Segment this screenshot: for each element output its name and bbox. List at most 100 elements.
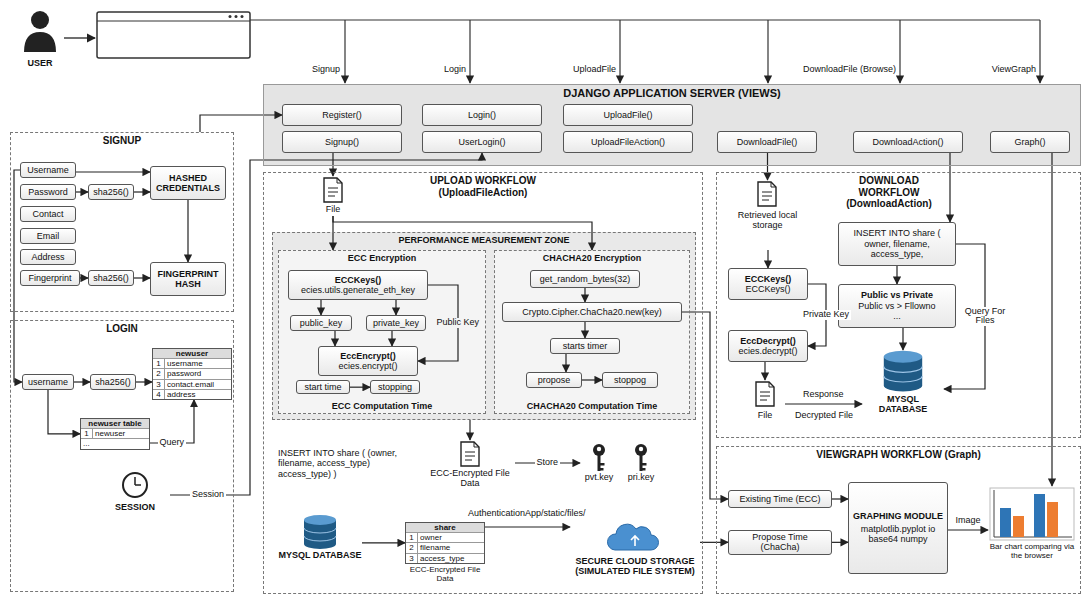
node-text: Existing Time (ECC) — [733, 494, 827, 504]
panel-title: CHACHA20 Computation Time — [495, 399, 689, 413]
process-box: private_key — [366, 315, 426, 331]
free-label: UploadFile — [554, 64, 616, 74]
process-box: DownloadAction() — [853, 131, 963, 153]
table-row: 4address — [153, 389, 231, 399]
edge-label: Store — [535, 458, 561, 468]
table-cell: share — [406, 523, 484, 532]
group-panel: PERFORMANCE MEASUREMENT ZONEECC Encrypti… — [272, 232, 696, 420]
table-cell: 1 — [406, 533, 418, 542]
panel-fill — [263, 84, 1081, 166]
edge-label: Query — [158, 438, 187, 448]
key-bow — [635, 444, 647, 456]
table-row: 1username — [153, 358, 231, 368]
edge-label: Private Key — [801, 310, 851, 320]
icon-node: MYSQL DATABASE — [278, 512, 362, 576]
process-box: ECCKeys()ecies.utils.generate_eth_key — [288, 270, 428, 300]
node-text: Fingerprint — [25, 273, 75, 283]
edge-label: Response — [801, 390, 846, 400]
group-panel: VIEWGRAPH WORKFLOW (Graph)Existing Time … — [716, 446, 1081, 594]
browser-frame — [97, 12, 250, 58]
document-icon — [756, 382, 774, 406]
table-row: 3contact.email — [153, 379, 231, 389]
process-box: GRAPHING MODULEmatplotlib.pyplot io base… — [848, 482, 948, 574]
process-box: UploadFileAction() — [563, 131, 693, 153]
key-hole — [639, 447, 643, 451]
process-box: Login() — [422, 104, 542, 126]
connector — [700, 542, 728, 543]
table-cell: newuser — [93, 429, 149, 438]
panel-fill — [278, 250, 486, 414]
free-label: Decrypted File — [789, 410, 859, 420]
process-box: Existing Time (ECC) — [728, 490, 832, 508]
clock-face — [123, 473, 147, 497]
panel-title: DJANGO APPLICATION SERVER (VIEWS) — [264, 85, 1080, 102]
clock-hands — [135, 477, 141, 485]
panel-fill — [272, 232, 696, 420]
process-box: ECCKeys()ECCKeys() — [728, 268, 808, 300]
group-panel: SIGNUPUsernamePasswordContactEmailAddres… — [10, 132, 234, 312]
process-box: DownloadFile() — [717, 131, 817, 153]
connector — [320, 300, 321, 315]
connector — [48, 390, 80, 434]
table-row: 2password — [153, 368, 231, 378]
request-line — [767, 20, 768, 83]
node-text: UserLogin() — [427, 137, 537, 147]
panel-title: LOGIN — [11, 321, 233, 337]
key-blade — [598, 455, 605, 471]
panel-fill — [494, 250, 690, 414]
connector — [1051, 153, 1052, 486]
node-text: Bar chart comparing via the browser — [988, 542, 1076, 560]
node-text: SESSION — [100, 502, 170, 512]
document-icon — [461, 442, 479, 466]
group-panel: CHACHA20 EncryptionCHACHA20 Computation … — [494, 250, 690, 414]
node-text: ecies.encrypt() — [323, 361, 413, 371]
connector — [896, 266, 897, 284]
connector — [767, 250, 768, 268]
key-icon — [635, 444, 647, 471]
icon-node: pvt.key — [580, 440, 618, 486]
table-cell: ... — [81, 439, 149, 448]
process-box: stoppog — [602, 372, 658, 388]
table-cell: 3 — [406, 554, 418, 563]
process-box: Fingerprint — [20, 270, 80, 286]
node-text: sha256() — [93, 187, 129, 197]
connector — [200, 115, 282, 132]
table-row: 3access_type — [406, 553, 484, 563]
connector — [584, 288, 585, 302]
connector — [485, 526, 570, 527]
node-text: sha256() — [93, 273, 129, 283]
connector — [334, 331, 335, 346]
icon-node: pri.key — [622, 440, 660, 486]
clock-icon — [123, 473, 147, 497]
node-text: private_key — [371, 318, 421, 328]
free-label: ViewGraph — [980, 64, 1036, 74]
process-box: FINGERPRINT HASH — [150, 262, 226, 296]
connector — [565, 354, 566, 372]
panel-title: DOWNLOAD WORKFLOW (DownloadAction) — [827, 173, 951, 212]
panel-title: ECC Encryption — [279, 251, 485, 265]
data-table: newuser table1newuser... — [80, 418, 150, 468]
table-cell: 4 — [153, 390, 165, 399]
table-row: ... — [81, 438, 149, 448]
connector — [362, 542, 405, 543]
node-text: stopping — [375, 382, 415, 392]
cloud-shape — [607, 524, 658, 550]
key-blade — [640, 455, 647, 471]
key-bow — [593, 444, 605, 456]
group-panel: UPLOAD WORKFLOW (UploadFileAction)FilePE… — [263, 172, 703, 594]
browser-bar — [97, 21, 250, 22]
connector — [187, 200, 188, 262]
icon-node: MYSQL DATABASE — [862, 350, 944, 428]
document-lines — [465, 442, 479, 460]
process-box: public_key — [290, 315, 352, 331]
node-text: DownloadFile() — [722, 137, 812, 147]
process-box: start time — [296, 380, 350, 394]
node-text: Contact — [25, 209, 71, 219]
request-lines — [250, 20, 1040, 83]
request-line — [619, 20, 620, 83]
node-text: UploadFileAction() — [568, 137, 688, 147]
table-row: newuser table — [81, 419, 149, 428]
icon-node: File — [745, 380, 785, 432]
connector — [150, 400, 194, 443]
